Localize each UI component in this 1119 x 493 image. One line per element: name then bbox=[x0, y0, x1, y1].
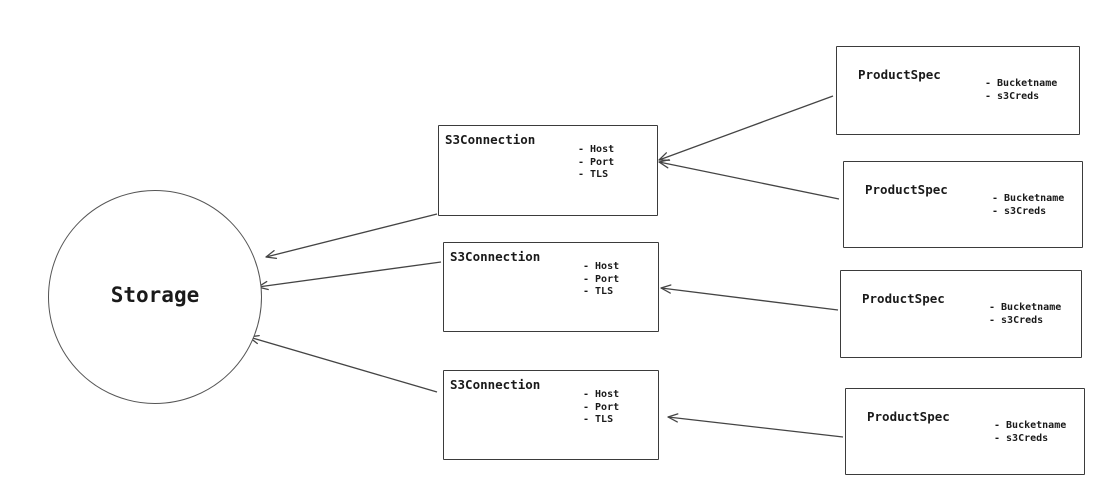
edge-s3conn2-storage bbox=[257, 261, 442, 291]
s3connection-title: S3Connection bbox=[445, 132, 536, 147]
productspec-attribute-list: - Bucketname- s3Creds bbox=[989, 302, 1061, 327]
s3connection-attribute-list: - Host- Port- TLS bbox=[578, 144, 614, 182]
productspec-box[interactable] bbox=[843, 161, 1083, 248]
productspec-attribute: - Bucketname bbox=[989, 302, 1062, 313]
edge-spec1-s3conn1 bbox=[658, 95, 834, 161]
productspec-title: ProductSpec bbox=[858, 67, 941, 82]
s3connection-title: S3Connection bbox=[450, 249, 541, 264]
edge-spec3-s3conn2 bbox=[660, 284, 839, 311]
productspec-attribute-list: - Bucketname- s3Creds bbox=[992, 193, 1064, 218]
s3connection-attribute: - Host bbox=[583, 261, 620, 272]
s3connection-attribute: - Port bbox=[583, 273, 620, 285]
s3connection-box[interactable] bbox=[443, 242, 659, 332]
s3connection-attribute: - Port bbox=[578, 156, 615, 168]
storage-label: Storage bbox=[110, 283, 200, 307]
s3connection-attribute: - Host bbox=[583, 389, 620, 400]
productspec-title: ProductSpec bbox=[865, 182, 948, 197]
s3connection-box[interactable] bbox=[443, 370, 659, 460]
productspec-attribute: - s3Creds bbox=[994, 432, 1049, 444]
productspec-attribute: - s3Creds bbox=[989, 314, 1044, 326]
productspec-title: ProductSpec bbox=[867, 409, 950, 424]
edge-s3conn3-storage bbox=[248, 334, 438, 393]
s3connection-attribute: - TLS bbox=[583, 286, 614, 297]
productspec-attribute: - s3Creds bbox=[992, 205, 1047, 217]
productspec-attribute: - s3Creds bbox=[985, 90, 1040, 102]
productspec-attribute-list: - Bucketname- s3Creds bbox=[985, 78, 1057, 103]
edge-s3conn1-storage bbox=[265, 213, 438, 260]
productspec-box[interactable] bbox=[845, 388, 1085, 475]
productspec-box[interactable] bbox=[840, 270, 1082, 358]
productspec-box[interactable] bbox=[836, 46, 1080, 135]
productspec-attribute-list: - Bucketname- s3Creds bbox=[994, 420, 1066, 445]
productspec-title: ProductSpec bbox=[862, 291, 945, 306]
s3connection-attribute: - TLS bbox=[578, 169, 609, 180]
edge-spec2-s3conn1 bbox=[658, 159, 840, 200]
productspec-attribute: - Bucketname bbox=[994, 420, 1067, 431]
storage-circle-node[interactable] bbox=[48, 190, 262, 404]
s3connection-title: S3Connection bbox=[450, 377, 541, 392]
edge-group bbox=[248, 95, 844, 438]
productspec-attribute: - Bucketname bbox=[985, 78, 1058, 89]
productspec-attribute: - Bucketname bbox=[992, 193, 1065, 204]
s3connection-attribute-list: - Host- Port- TLS bbox=[583, 389, 619, 427]
s3connection-attribute: - Host bbox=[578, 144, 615, 155]
s3connection-attribute-list: - Host- Port- TLS bbox=[583, 261, 619, 299]
s3connection-attribute: - TLS bbox=[583, 414, 614, 425]
s3connection-box[interactable] bbox=[438, 125, 658, 216]
edge-spec4-s3conn3 bbox=[667, 413, 844, 438]
s3connection-attribute: - Port bbox=[583, 401, 620, 413]
